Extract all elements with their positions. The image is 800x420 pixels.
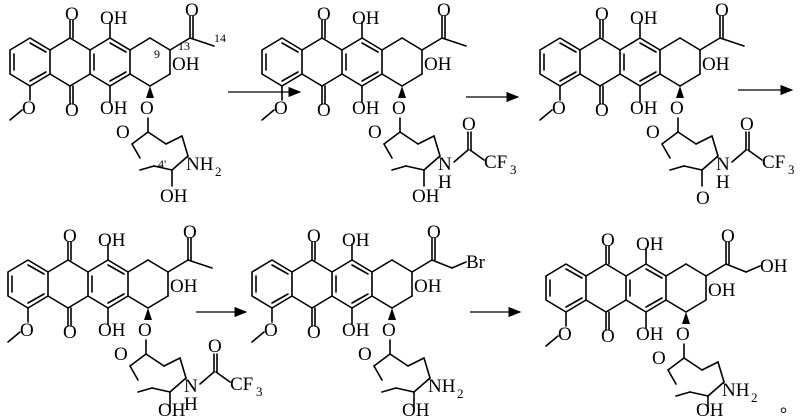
c3-amide-h: H bbox=[716, 172, 730, 193]
c2-oh-bottom: OH bbox=[352, 98, 380, 119]
c4-ketone-o-bottom: O bbox=[63, 322, 77, 343]
c6-c9-oh: OH bbox=[708, 280, 736, 301]
c1-acetyl-o: O bbox=[185, 0, 199, 21]
trailing-period: 。 bbox=[780, 396, 798, 416]
c3-amide-n: N bbox=[716, 154, 730, 175]
c4-glycoside-o: O bbox=[138, 320, 152, 341]
c6-oh-top: OH bbox=[636, 234, 664, 255]
c1-c9-oh: OH bbox=[172, 54, 200, 75]
c1-oh-top: OH bbox=[100, 8, 128, 29]
c4-methoxy-o: O bbox=[20, 320, 34, 341]
c6-ring-o: O bbox=[652, 348, 666, 369]
c4-oh-top: OH bbox=[98, 230, 126, 251]
c1-label-9: 9 bbox=[154, 47, 160, 61]
c6-nh2-sub: 2 bbox=[751, 390, 758, 405]
c4-cf3: CF bbox=[230, 374, 253, 395]
c4-ring-o: O bbox=[114, 344, 128, 365]
c1-ketone-o-top: O bbox=[65, 4, 79, 25]
c4-oh-bottom: OH bbox=[98, 320, 126, 341]
c1-nh2: NH bbox=[186, 154, 214, 175]
c2-ring-o: O bbox=[368, 122, 382, 143]
c1-ring-o: O bbox=[116, 122, 130, 143]
c5-methoxy-o: O bbox=[264, 320, 278, 341]
c4-amide-h: H bbox=[184, 394, 198, 415]
c4-amide-o: O bbox=[208, 336, 222, 357]
c6-sugar-oh: OH bbox=[696, 400, 724, 420]
c2-amide-o: O bbox=[462, 114, 476, 135]
c5-br: Br bbox=[466, 252, 486, 273]
compound-4-4-deoxy-or-epimer: O O OH OH O O OH O O OH N H O CF 3 bbox=[7, 222, 263, 420]
c3-amide-o: O bbox=[740, 114, 754, 135]
c4-ketone-o-top: O bbox=[63, 226, 77, 247]
c5-ketone-o-bottom: O bbox=[307, 322, 321, 343]
c1-ketone-o-bottom: O bbox=[65, 100, 79, 121]
c4-acetyl-o: O bbox=[183, 222, 197, 243]
c3-c9-oh: OH bbox=[702, 54, 730, 75]
c2-cf3: CF bbox=[484, 152, 507, 173]
c3-cf3: CF bbox=[762, 152, 785, 173]
c2-amide-n: N bbox=[438, 154, 452, 175]
c1-nh2-sub: 2 bbox=[215, 164, 222, 179]
c4-sugar-oh: OH bbox=[158, 400, 186, 420]
c6-ketone-o-top: O bbox=[601, 230, 615, 251]
c5-oh-bottom: OH bbox=[342, 320, 370, 341]
c6-acetyl-o: O bbox=[721, 226, 735, 247]
c1-label-13: 13 bbox=[178, 39, 190, 53]
c3-ring-o: O bbox=[646, 122, 660, 143]
c5-sugar-oh: OH bbox=[402, 400, 430, 420]
c1-oh-bottom: OH bbox=[100, 98, 128, 119]
c1-methoxy-o: O bbox=[22, 98, 36, 119]
c5-nh2: NH bbox=[428, 376, 456, 397]
c5-oh-top: OH bbox=[342, 230, 370, 251]
c5-nh2-sub: 2 bbox=[457, 386, 464, 401]
c1-glycoside-o: O bbox=[140, 98, 154, 119]
c2-glycoside-o: O bbox=[392, 98, 406, 119]
c3-cf3-sub: 3 bbox=[788, 162, 795, 177]
c3-keto-o: O bbox=[696, 188, 710, 209]
c2-methoxy-o: O bbox=[274, 98, 288, 119]
c3-acetyl-o: O bbox=[715, 0, 729, 21]
compound-5-14-bromo: O O OH OH O O Br OH O O OH NH 2 bbox=[251, 222, 486, 420]
c3-oh-top: OH bbox=[630, 8, 658, 29]
c3-ketone-o-top: O bbox=[595, 4, 609, 25]
compound-2-n-trifluoroacetyl: O O OH OH O O OH O O OH N H O CF 3 bbox=[261, 0, 517, 207]
c5-glycoside-o: O bbox=[382, 320, 396, 341]
compound-3-4-keto: O O OH OH O O OH O O O N H O CF 3 bbox=[539, 0, 795, 209]
c1-sugar-oh: OH bbox=[160, 186, 188, 207]
c1-label-4prime: 4' bbox=[158, 157, 166, 171]
c6-oh-bottom: OH bbox=[636, 324, 664, 345]
c3-glycoside-o: O bbox=[670, 98, 684, 119]
c2-ketone-o-top: O bbox=[317, 4, 331, 25]
c6-ketone-o-bottom: O bbox=[601, 326, 615, 347]
c2-acetyl-o: O bbox=[437, 0, 451, 21]
c2-cf3-sub: 3 bbox=[510, 162, 517, 177]
c2-oh-top: OH bbox=[352, 8, 380, 29]
c4-amide-n: N bbox=[184, 376, 198, 397]
c6-c14-oh: OH bbox=[760, 256, 788, 277]
c1-label-14: 14 bbox=[214, 31, 226, 45]
c6-methoxy-o: O bbox=[558, 324, 572, 345]
c4-c9-oh: OH bbox=[170, 276, 198, 297]
c5-c9-oh: OH bbox=[414, 276, 442, 297]
c5-ring-o: O bbox=[358, 344, 372, 365]
compound-1-daunorubicin: O O OH OH O O OH 9 13 14 O O OH 4' NH 2 bbox=[9, 0, 226, 207]
c3-methoxy-o: O bbox=[552, 98, 566, 119]
c2-c9-oh: OH bbox=[424, 54, 452, 75]
c5-ketone-o-top: O bbox=[307, 226, 321, 247]
c6-glycoside-o: O bbox=[676, 324, 690, 345]
c5-acetyl-o: O bbox=[427, 222, 441, 243]
c4-cf3-sub: 3 bbox=[256, 384, 263, 399]
c2-sugar-oh: OH bbox=[412, 186, 440, 207]
c6-nh2: NH bbox=[722, 380, 750, 401]
compound-6-final-product: O O OH OH O O OH OH O O OH NH 2 bbox=[545, 226, 788, 420]
c2-ketone-o-bottom: O bbox=[317, 100, 331, 121]
c2-amide-h: H bbox=[438, 172, 452, 193]
c3-ketone-o-bottom: O bbox=[595, 100, 609, 121]
c3-oh-bottom: OH bbox=[630, 98, 658, 119]
